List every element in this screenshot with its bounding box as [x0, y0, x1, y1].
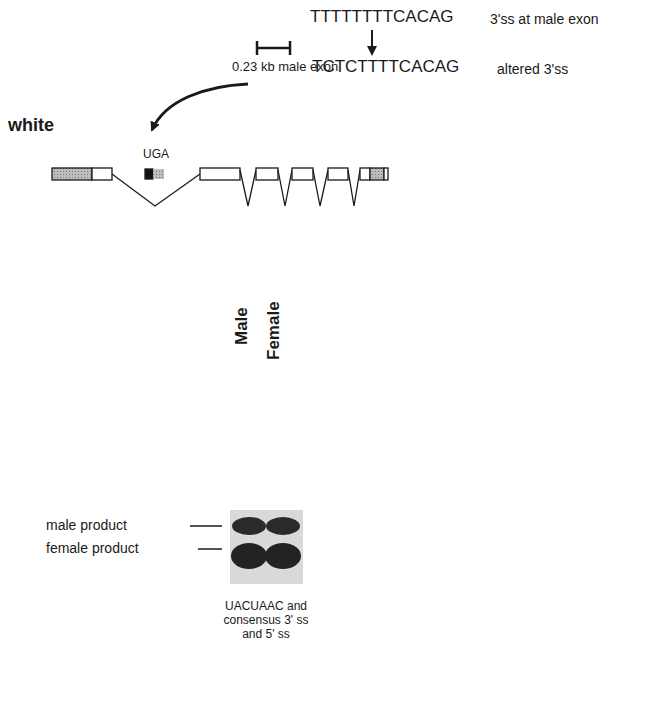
lane-caption: UACUAAC and consensus 3' ss and 5' ss [212, 600, 320, 641]
sequence-note: 3'ss at male exon [490, 11, 599, 27]
gel-image [230, 510, 303, 584]
band-tick [190, 525, 222, 527]
fragment-label: 0.23 kb male exon [232, 60, 338, 75]
lane-label: Female [264, 301, 284, 360]
band-label: male product [46, 517, 127, 533]
exon-fragment-bar [257, 41, 290, 55]
gene-name: white [8, 115, 54, 136]
white-gene [52, 168, 388, 206]
band-tick [198, 548, 222, 550]
sequence: TTTTTTTTCACAG [310, 7, 454, 27]
change-arrow [371, 30, 373, 54]
sequence-note: altered 3'ss [497, 61, 568, 77]
codon-label: UGA [143, 148, 169, 162]
insertion-arrow [152, 84, 248, 130]
lane-label: Male [232, 307, 252, 345]
band-label: female product [46, 540, 139, 556]
